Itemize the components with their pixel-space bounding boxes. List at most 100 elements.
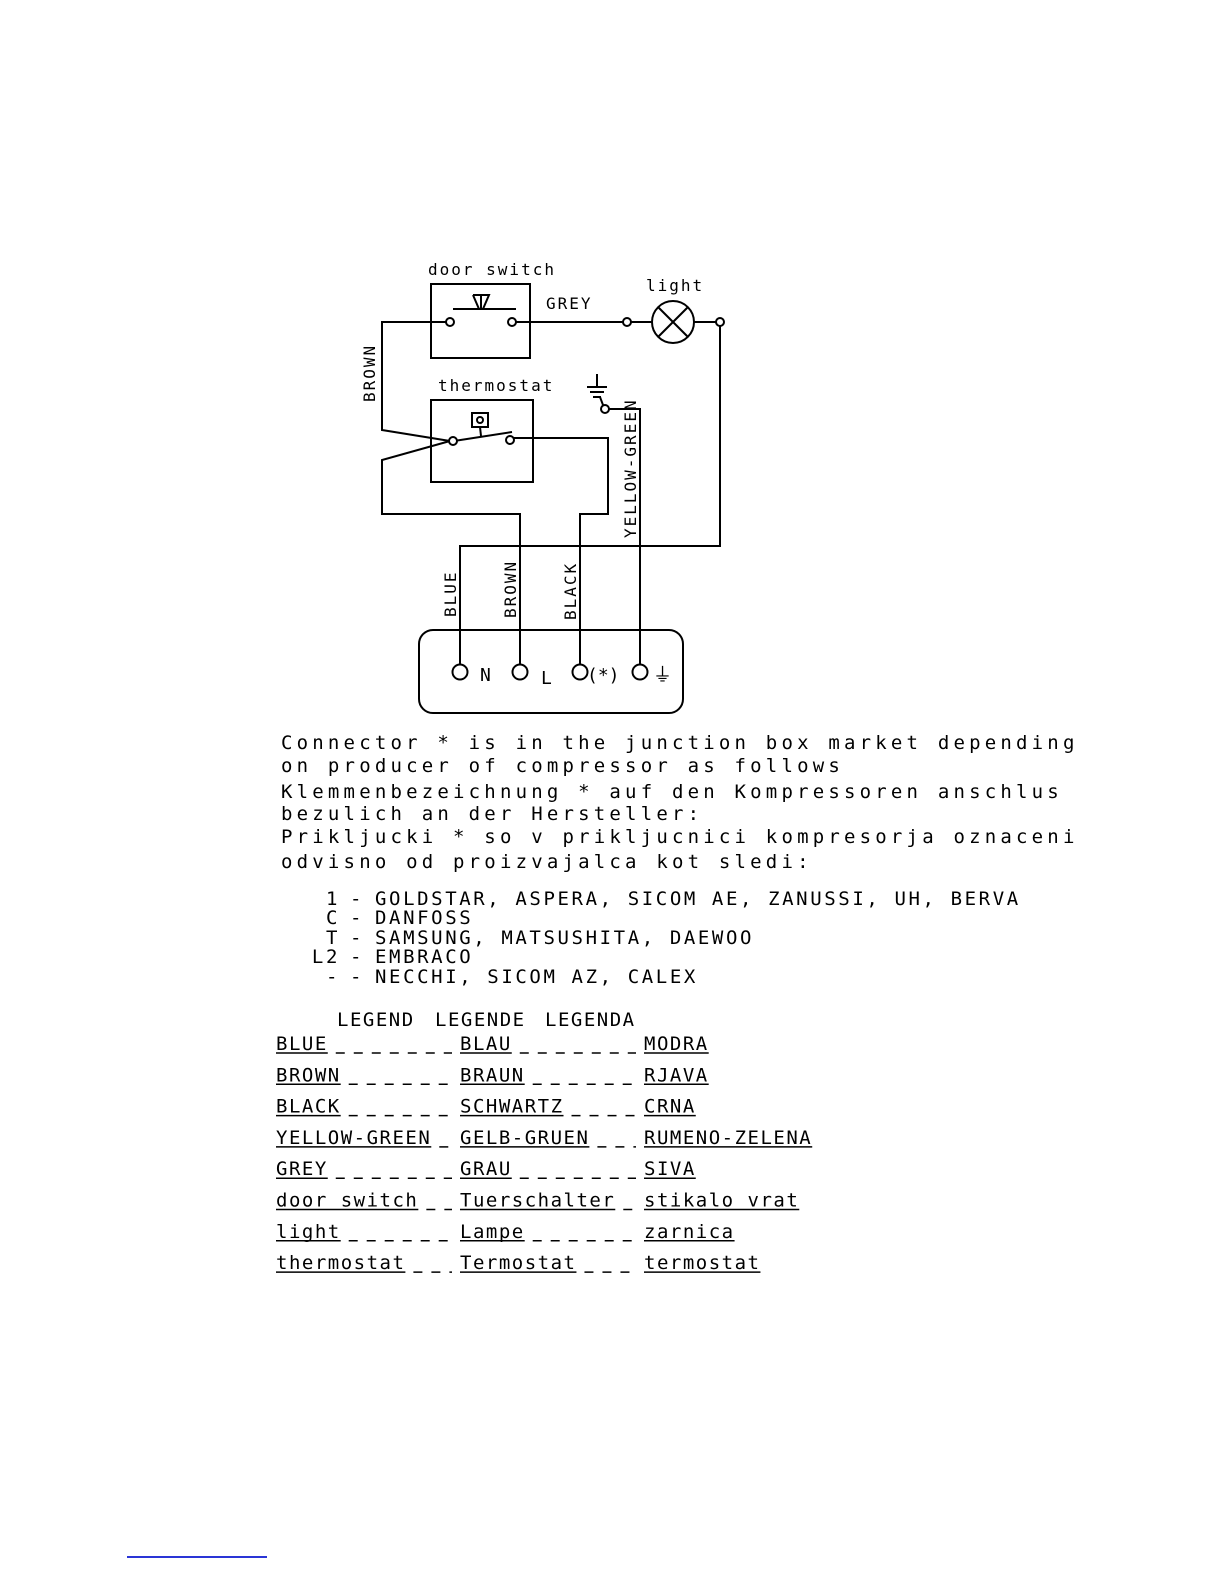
legend-header-en: LEGEND <box>337 1009 415 1031</box>
legend-term-de: GELB-GRUEN <box>460 1127 589 1149</box>
legend-row: BLACK SCHWARTZ CRNA <box>276 1096 696 1118</box>
ground-drop <box>599 396 604 406</box>
legend-term-en: light <box>276 1221 341 1243</box>
thermostat-contact <box>453 431 513 442</box>
wire-blue <box>459 326 721 664</box>
legend-term-en: door switch <box>276 1190 418 1212</box>
light-terminal-right <box>715 317 725 327</box>
connector-notes: Connector * is in the junction box marke… <box>281 732 1079 873</box>
legend-term-de: Lampe <box>460 1221 525 1243</box>
door-switch-terminal-left <box>445 317 455 327</box>
legend-term-en: GREY <box>276 1158 328 1180</box>
legend-term-de: Tuerschalter <box>460 1190 615 1212</box>
legend-header-de: LEGENDE <box>435 1009 526 1031</box>
note-line: Klemmenbezeichnung * auf den Kompressore… <box>281 781 1063 803</box>
thermostat-box <box>430 399 534 483</box>
lamp-cross-2 <box>657 306 689 338</box>
manufacturer-code: - <box>326 966 340 988</box>
manufacturer-names: SAMSUNG, MATSUSHITA, DAEWOO <box>375 927 754 949</box>
legend-row: door switch Tuerschalter stikalo vrat <box>276 1190 800 1212</box>
wire-brown-top <box>381 321 451 442</box>
terminal-l-label: L <box>541 668 554 689</box>
legend-term-sl: RUMENO-ZELENA <box>644 1127 812 1149</box>
thermostat <box>430 399 534 483</box>
terminal-ground-label: ⏚ <box>653 664 672 686</box>
thermostat-link <box>479 426 482 437</box>
wire-label-grey: GREY <box>546 294 593 313</box>
terminal-l <box>511 663 529 681</box>
terminal-star-label: (*) <box>587 665 620 686</box>
door-switch <box>430 283 531 359</box>
manufacturer-names: EMBRACO <box>375 946 473 968</box>
legend-term-en: YELLOW-GREEN <box>276 1127 431 1149</box>
legend-term-sl: MODRA <box>644 1033 709 1055</box>
manufacturer-code: C <box>326 907 340 929</box>
thermostat-terminal-right <box>505 435 515 445</box>
footer-underline <box>127 1556 267 1558</box>
manufacturer-code: T <box>326 927 340 949</box>
legend-term-sl: stikalo vrat <box>644 1190 799 1212</box>
terminal-ground <box>631 663 649 681</box>
light <box>622 300 725 344</box>
thermostat-bulb-dot <box>476 416 484 424</box>
legend-term-de: BLAU <box>460 1033 512 1055</box>
legend-term-de: GRAU <box>460 1158 512 1180</box>
manufacturer-code: 1 <box>326 888 340 910</box>
manufacturer-names: GOLDSTAR, ASPERA, SICOM AE, ZANUSSI, UH,… <box>375 888 1021 910</box>
junction-box-outline <box>418 629 684 714</box>
terminal-star <box>571 663 589 681</box>
manufacturer-dash: - <box>350 927 364 949</box>
terminal-n-label: N <box>480 665 493 686</box>
thermostat-terminal-left <box>448 436 458 446</box>
manufacturer-code: L2 <box>312 946 340 968</box>
wire-label-blue: BLUE <box>441 570 460 617</box>
wire-black <box>512 437 609 664</box>
manufacturer-dash: - <box>350 907 364 929</box>
legend-term-de: SCHWARTZ <box>460 1096 564 1118</box>
thermostat-bulb <box>471 412 489 428</box>
legend-term-sl: zarnica <box>644 1221 735 1243</box>
door-switch-terminal-right <box>507 317 517 327</box>
thermostat-label: thermostat <box>438 376 554 395</box>
note-line: bezulich an der Hersteller: <box>281 803 703 825</box>
wire-label-yellow-green: YELLOW-GREEN <box>621 398 640 538</box>
manufacturer-dash: - <box>350 946 364 968</box>
terminal-n <box>451 663 469 681</box>
wire-label-black: BLACK <box>561 562 580 620</box>
legend-row: GREY GRAU SIVA <box>276 1158 696 1180</box>
manufacturer-names: NECCHI, SICOM AZ, CALEX <box>375 966 698 988</box>
wire-yellow-green <box>609 408 641 664</box>
wire-label-brown-top: BROWN <box>360 344 379 402</box>
legend-term-en: BLUE <box>276 1033 328 1055</box>
manufacturer-names: DANFOSS <box>375 907 473 929</box>
light-terminal-left <box>622 317 632 327</box>
wire-label-brown: BROWN <box>501 560 520 618</box>
door-switch-plunger <box>472 294 491 310</box>
note-line: Connector * is in the junction box marke… <box>281 732 1079 754</box>
legend-term-de: BRAUN <box>460 1064 525 1086</box>
legend-row: YELLOW-GREEN GELB-GRUEN RUMENO-ZELENA <box>276 1127 813 1149</box>
legend-term-en: BROWN <box>276 1064 341 1086</box>
note-line: on producer of compressor as follows <box>281 755 844 777</box>
legend-term-sl: termostat <box>644 1252 760 1274</box>
legend-row: BLUE BLAU MODRA <box>276 1033 709 1055</box>
manufacturer-dash: - <box>350 888 364 910</box>
wire-brown <box>381 440 521 664</box>
legend-term-sl: SIVA <box>644 1158 696 1180</box>
ground-terminal <box>600 404 610 414</box>
legend-row: light Lampe zarnica <box>276 1221 735 1243</box>
junction-box: N L (*) ⏚ <box>418 629 684 714</box>
door-switch-box <box>430 283 531 359</box>
lamp-symbol <box>651 300 695 344</box>
wires <box>381 321 721 664</box>
legend-term-sl: CRNA <box>644 1096 696 1118</box>
light-label: light <box>646 276 704 295</box>
legend-term-en: BLACK <box>276 1096 341 1118</box>
manufacturer-dash: - <box>350 966 364 988</box>
